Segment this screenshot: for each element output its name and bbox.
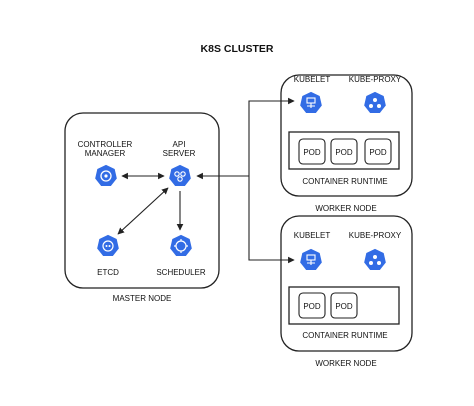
pod-2-2 <box>330 292 358 319</box>
api-server-label-line2: SERVER <box>163 149 196 158</box>
api-server-label-line1: API <box>173 140 186 149</box>
pod-1-2-label: POD <box>335 148 353 157</box>
worker-node-2-kubelet-label: KUBELET <box>294 231 331 240</box>
pod-1-3 <box>364 138 392 165</box>
scheduler-label: SCHEDULER <box>156 268 206 277</box>
pod-1-2 <box>330 138 358 165</box>
worker-node-2-label: WORKER NODE <box>315 359 376 368</box>
diagram-title: K8S CLUSTER <box>201 43 274 55</box>
pod-2-1-label: POD <box>303 302 321 311</box>
pod-2-1 <box>298 292 326 319</box>
connector-to-worker-2 <box>248 176 295 264</box>
worker-node-1-label: WORKER NODE <box>315 204 376 213</box>
api-server-icon <box>168 163 192 188</box>
api-etcd-arrow <box>117 187 169 235</box>
worker-node-2-kube-proxy-label: KUBE-PROXY <box>349 231 402 240</box>
kube-proxy-icon <box>363 90 387 115</box>
connector-to-worker-1 <box>248 97 295 176</box>
etcd-icon <box>96 233 120 258</box>
worker-node-1-kubelet-label: KUBELET <box>294 75 331 84</box>
pod-1-1-label: POD <box>303 148 321 157</box>
kube-proxy-icon <box>363 247 387 272</box>
pod-1-3-label: POD <box>369 148 387 157</box>
kubelet-icon <box>299 247 323 272</box>
etcd-label: ETCD <box>97 268 119 277</box>
controller-manager-label-line1: CONTROLLER <box>78 140 133 149</box>
pod-2-2-label: POD <box>335 302 353 311</box>
scheduler-icon <box>169 233 193 258</box>
controller-manager-icon <box>94 163 118 188</box>
container-runtime-1-label: CONTAINER RUNTIME <box>302 177 387 186</box>
master-node-label: MASTER NODE <box>113 294 172 303</box>
container-runtime-2-label: CONTAINER RUNTIME <box>302 331 387 340</box>
worker-node-1-kube-proxy-label: KUBE-PROXY <box>349 75 402 84</box>
pod-1-1 <box>298 138 326 165</box>
kubelet-icon <box>299 90 323 115</box>
controller-manager-label-line2: MANAGER <box>85 149 126 158</box>
